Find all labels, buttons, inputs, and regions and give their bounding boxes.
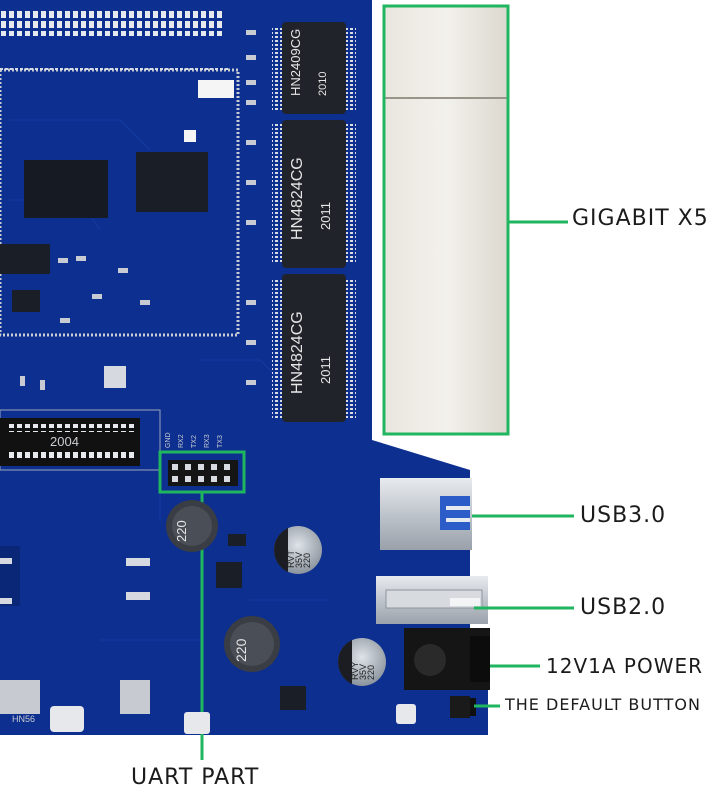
usb2-label: USB2.0: [580, 595, 667, 620]
rj45-block: [384, 6, 508, 434]
svg-text:RVT: RVT: [286, 550, 296, 568]
inductor-a: 220: [166, 500, 218, 552]
svg-text:TX2: TX2: [191, 435, 198, 448]
soc-top-strip: [0, 66, 230, 72]
uart-label: UART PART: [131, 765, 260, 790]
ic-small-c: [228, 534, 246, 546]
uart-header: GND RX2 TX2 RX3 TX3: [158, 432, 246, 494]
lower-left-parts: HN56: [0, 546, 210, 734]
svg-text:HN4824CG: HN4824CG: [289, 311, 306, 394]
svg-text:RX2: RX2: [178, 434, 185, 448]
inductor-b: 220: [224, 616, 280, 672]
default-button-label: THE DEFAULT BUTTON: [505, 695, 701, 714]
svg-text:2010: 2010: [317, 72, 329, 96]
transformer-top: HN2409CG 2010: [272, 22, 356, 114]
small-sq: [184, 130, 196, 142]
power-jack: [404, 628, 490, 690]
capacitor-b: 220 35V RVY: [337, 638, 386, 686]
transformer-bot: HN4824CG 2011: [272, 274, 356, 422]
svg-text:HN4824CG: HN4824CG: [289, 157, 306, 240]
svg-text:RVY: RVY: [350, 662, 360, 680]
pcb-board: [0, 0, 488, 735]
power-label: 12V1A POWER: [546, 654, 704, 678]
svg-text:35V: 35V: [358, 664, 368, 680]
m2-slot: 2004: [0, 409, 161, 471]
ic-small-a: [216, 562, 242, 588]
svg-text:35V: 35V: [294, 552, 304, 568]
svg-text:HN56: HN56: [12, 714, 35, 724]
soc-frame: [0, 68, 240, 337]
svg-text:2011: 2011: [318, 202, 333, 230]
usb2-port: [376, 576, 488, 624]
svg-text:220: 220: [366, 665, 376, 680]
led-bar: [198, 80, 234, 98]
chip-ram: [136, 152, 208, 212]
svg-text:220: 220: [302, 553, 312, 568]
capacitor-a: 220 35V RVT: [273, 526, 322, 574]
ic-small-b: [280, 686, 306, 710]
top-pin-header: [0, 10, 222, 36]
svg-text:220: 220: [233, 638, 249, 662]
usb3-port: [380, 478, 472, 550]
svg-text:GND: GND: [165, 432, 172, 448]
svg-text:TX3: TX3: [217, 435, 224, 448]
svg-text:220: 220: [174, 520, 189, 542]
quad-pads: [104, 366, 126, 388]
chip-reg: [12, 290, 40, 312]
default-button: [396, 696, 476, 724]
gigabit-box: [382, 4, 510, 436]
transformer-mid: HN4824CG 2011: [272, 120, 356, 268]
gigabit-label: GIGABIT X5: [572, 206, 709, 231]
svg-text:RX3: RX3: [204, 434, 211, 448]
smd-parts: [20, 30, 256, 390]
svg-text:HN2409CG: HN2409CG: [288, 29, 303, 96]
chip-small: [0, 244, 50, 274]
usb3-label: USB3.0: [580, 503, 667, 528]
svg-text:2011: 2011: [318, 356, 333, 384]
svg-text:2004: 2004: [50, 434, 79, 449]
chip-flash: [24, 160, 108, 218]
